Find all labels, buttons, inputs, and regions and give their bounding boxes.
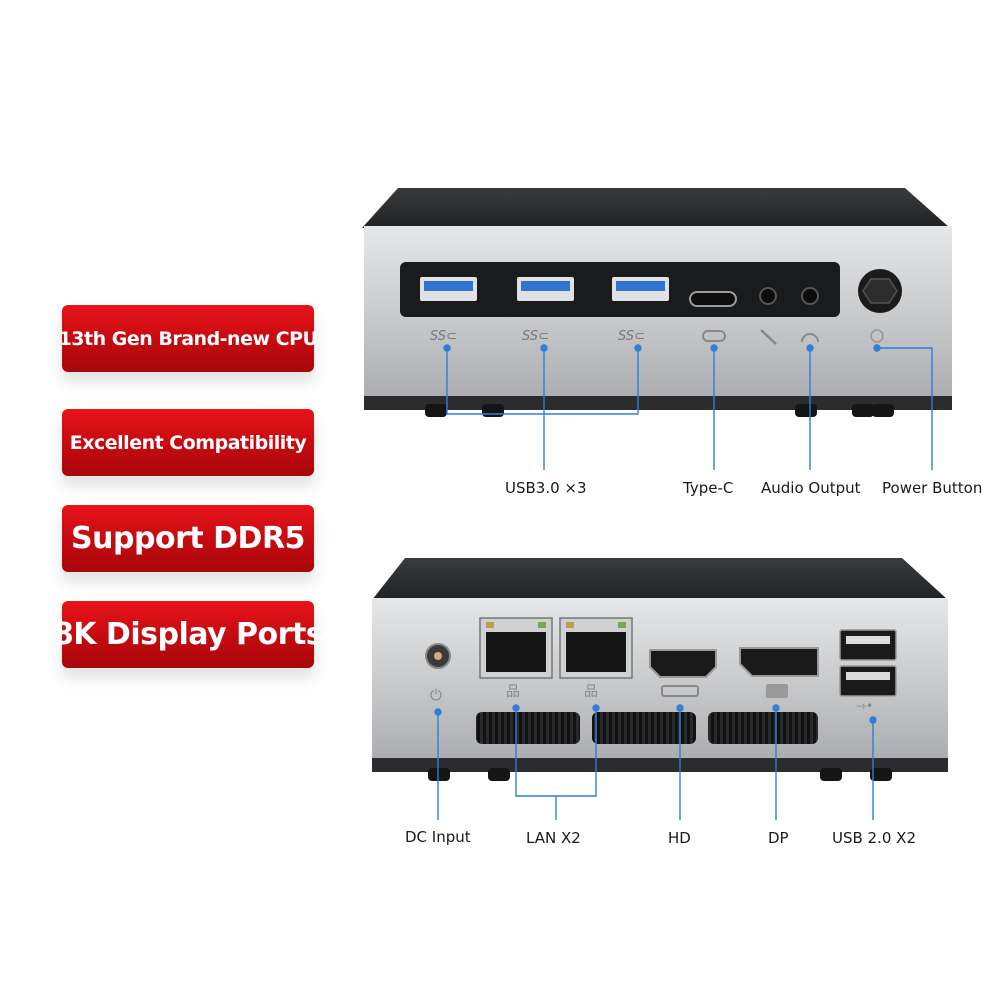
front-device: SS⊂ SS⊂ SS⊂ xyxy=(362,188,952,417)
type-c-icon xyxy=(702,330,726,342)
power-button xyxy=(858,269,902,313)
headphone-icon xyxy=(801,333,819,343)
ss-usb-icon: SS⊂ xyxy=(618,329,645,344)
label-power-button: Power Button xyxy=(882,479,983,497)
mic-icon xyxy=(760,329,777,345)
label-audio-output: Audio Output xyxy=(761,479,861,497)
usb3-port-1 xyxy=(420,277,477,301)
label-usb2: USB 2.0 X2 xyxy=(832,829,917,847)
front-callout-lines xyxy=(443,344,933,470)
feature-badge-display-text: 8K Display Ports xyxy=(52,617,324,652)
usb2-port-1 xyxy=(839,629,897,661)
vent-left xyxy=(476,712,580,744)
network-icon: 品 xyxy=(506,684,520,700)
label-usb3: USB3.0 ×3 xyxy=(505,479,587,497)
feature-badge-ddr5: Support DDR5 xyxy=(62,505,314,572)
mic-jack xyxy=(759,287,777,305)
usb3-port-2 xyxy=(517,277,574,301)
ss-usb-icon: SS⊂ xyxy=(430,329,457,344)
rear-device: ⏻ 品 品 ⇾• xyxy=(372,558,948,781)
usb2-port-2 xyxy=(839,665,897,697)
ss-usb-icon: SS⊂ xyxy=(522,329,549,344)
vent-right xyxy=(708,712,818,744)
label-type-c: Type-C xyxy=(683,479,734,497)
label-dc-input: DC Input xyxy=(405,828,471,846)
lan-port-2 xyxy=(559,617,633,679)
headphone-jack xyxy=(801,287,819,305)
power-icon xyxy=(870,329,884,343)
hdmi-icon xyxy=(661,685,699,697)
feature-badge-compatibility-text: Excellent Compatibility xyxy=(69,431,307,454)
feature-badge-compatibility: Excellent Compatibility xyxy=(62,409,314,476)
dc-plug-icon: ⏻ xyxy=(430,686,442,704)
label-lan: LAN X2 xyxy=(526,829,581,847)
vent-center xyxy=(592,712,696,744)
lan-port-1 xyxy=(479,617,553,679)
rear-callout-lines xyxy=(434,704,877,820)
dc-jack xyxy=(425,643,451,669)
type-c-port xyxy=(689,291,737,307)
usb-icon: ⇾• xyxy=(856,699,873,713)
network-icon: 品 xyxy=(584,684,598,700)
usb3-port-3 xyxy=(612,277,669,301)
dp-icon xyxy=(766,684,788,698)
feature-badge-display: 8K Display Ports xyxy=(53,601,324,668)
label-hd: HD xyxy=(668,829,691,847)
feature-badge-ddr5-text: Support DDR5 xyxy=(71,521,305,556)
feature-badge-cpu: 13th Gen Brand-new CPU xyxy=(59,305,318,372)
displayport-port xyxy=(739,647,819,677)
hdmi-port xyxy=(649,649,717,678)
feature-badge-cpu-text: 13th Gen Brand-new CPU xyxy=(58,327,318,350)
label-dp: DP xyxy=(768,829,789,847)
